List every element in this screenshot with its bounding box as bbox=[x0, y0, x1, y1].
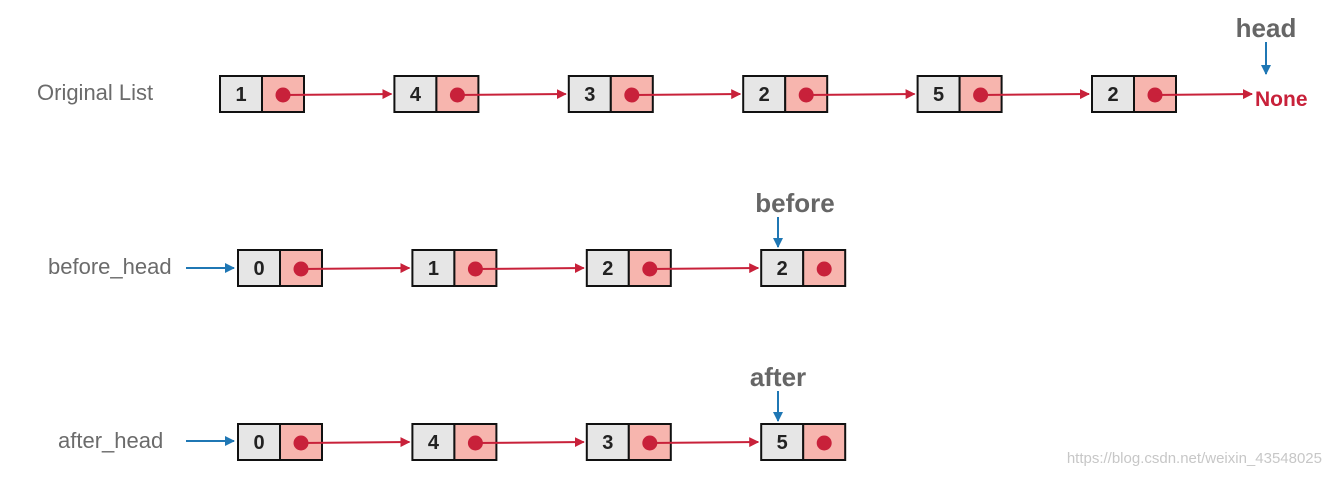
node-value: 5 bbox=[777, 432, 788, 454]
list-node: 1 bbox=[411, 249, 498, 287]
none-terminal-label: None bbox=[1255, 88, 1308, 111]
list-node: 2 bbox=[760, 249, 847, 287]
node-value-cell bbox=[916, 75, 961, 113]
after-head-row: 0 4 3 5 bbox=[237, 423, 847, 461]
node-value-cell bbox=[742, 75, 787, 113]
node-value-cell bbox=[237, 249, 281, 287]
node-value: 4 bbox=[428, 432, 440, 454]
next-link-arrow bbox=[475, 437, 585, 448]
list-node: 5 bbox=[916, 75, 1003, 113]
before-head-row: 0 1 2 2 bbox=[237, 249, 847, 287]
node-value: 2 bbox=[777, 258, 788, 280]
list-node: 1 bbox=[219, 75, 305, 113]
next-pointer-dot bbox=[816, 261, 832, 277]
next-pointer-dot bbox=[816, 435, 832, 451]
next-link-arrow bbox=[300, 263, 411, 274]
next-link-arrow bbox=[1154, 89, 1253, 100]
watermark-text: https://blog.csdn.net/weixin_43548025 bbox=[1067, 450, 1322, 467]
list-node: 2 bbox=[1091, 75, 1177, 113]
next-link-arrow bbox=[631, 89, 742, 100]
node-value: 1 bbox=[428, 258, 439, 280]
head-pointer-label: head bbox=[1236, 13, 1297, 43]
node-value: 1 bbox=[235, 84, 246, 106]
row-label-after-head: after_head bbox=[58, 428, 163, 453]
node-value-cell bbox=[237, 423, 281, 461]
next-link-arrow bbox=[475, 263, 585, 274]
next-link-arrow bbox=[282, 89, 393, 100]
node-value: 2 bbox=[1107, 84, 1118, 106]
next-link-arrow bbox=[457, 89, 567, 100]
node-value-cell bbox=[393, 75, 438, 113]
node-value-cell bbox=[760, 249, 805, 287]
next-link-arrow bbox=[300, 437, 411, 448]
node-value: 5 bbox=[933, 84, 944, 106]
node-value: 0 bbox=[253, 258, 264, 280]
node-value: 4 bbox=[410, 84, 422, 106]
list-node: 0 bbox=[237, 423, 323, 461]
node-value: 3 bbox=[584, 84, 595, 106]
row-label-before-head: before_head bbox=[48, 254, 172, 279]
node-value-cell bbox=[567, 75, 612, 113]
node-value-cell bbox=[411, 423, 456, 461]
next-link-arrow bbox=[649, 437, 760, 448]
next-link-arrow bbox=[980, 89, 1090, 100]
list-node: 5 bbox=[760, 423, 847, 461]
next-link-arrow bbox=[649, 263, 760, 274]
node-value-cell bbox=[411, 249, 456, 287]
node-value-cell bbox=[585, 249, 630, 287]
node-next-cell bbox=[802, 423, 847, 461]
before-pointer-label: before bbox=[755, 188, 834, 218]
row-label-original-list: Original List bbox=[37, 80, 153, 105]
node-value: 3 bbox=[602, 432, 613, 454]
node-value: 2 bbox=[602, 258, 613, 280]
after-pointer-label: after bbox=[750, 362, 806, 392]
original-list-row: 1 4 3 2 5 2 bbox=[219, 75, 1253, 113]
next-link-arrow bbox=[806, 89, 916, 100]
node-value: 0 bbox=[253, 432, 264, 454]
node-value: 2 bbox=[759, 84, 770, 106]
